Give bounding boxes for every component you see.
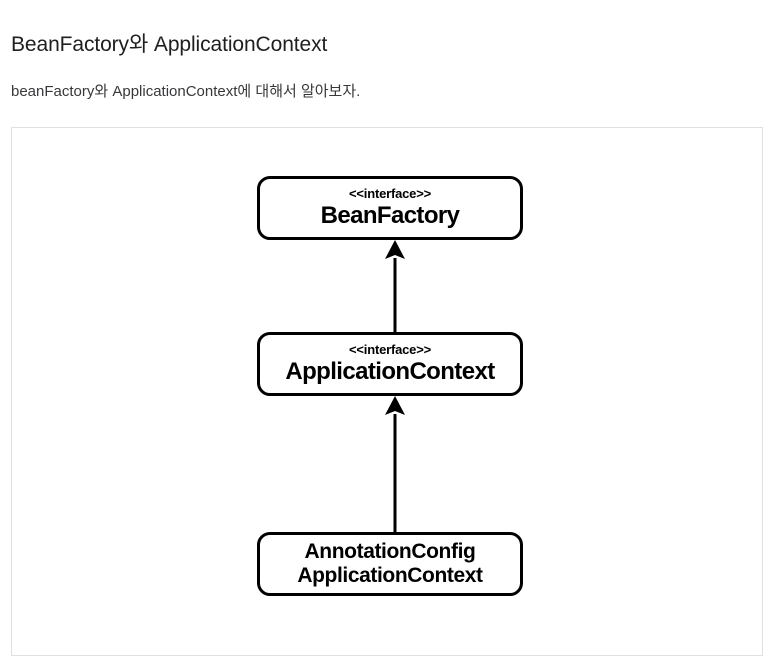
page-title: BeanFactory와 ApplicationContext bbox=[11, 33, 328, 57]
diagram-container: <<interface>> BeanFactory <<interface>> … bbox=[11, 127, 763, 656]
uml-node-beanfactory: <<interface>> BeanFactory bbox=[257, 176, 523, 240]
arrow-up-icon bbox=[385, 240, 405, 332]
stereotype-label: <<interface>> bbox=[349, 342, 431, 357]
uml-class-diagram: <<interface>> BeanFactory <<interface>> … bbox=[12, 128, 762, 655]
uml-node-annotationconfigapplicationcontext: AnnotationConfig ApplicationContext bbox=[257, 532, 523, 596]
generalization-arrow-applicationcontext-to-beanfactory bbox=[383, 240, 407, 332]
arrow-up-icon bbox=[385, 396, 405, 532]
uml-node-name-line1: AnnotationConfig bbox=[304, 540, 476, 563]
stereotype-label: <<interface>> bbox=[349, 186, 431, 201]
uml-node-name-line2: ApplicationContext bbox=[297, 564, 483, 587]
page-subtitle: beanFactory와 ApplicationContext에 대해서 알아보… bbox=[11, 83, 361, 100]
uml-node-applicationcontext: <<interface>> ApplicationContext bbox=[257, 332, 523, 396]
generalization-arrow-annotationconfigapplicationcontext-to-applicationcontext bbox=[383, 396, 407, 532]
uml-node-name: BeanFactory bbox=[320, 202, 460, 229]
uml-node-name: ApplicationContext bbox=[285, 358, 495, 385]
